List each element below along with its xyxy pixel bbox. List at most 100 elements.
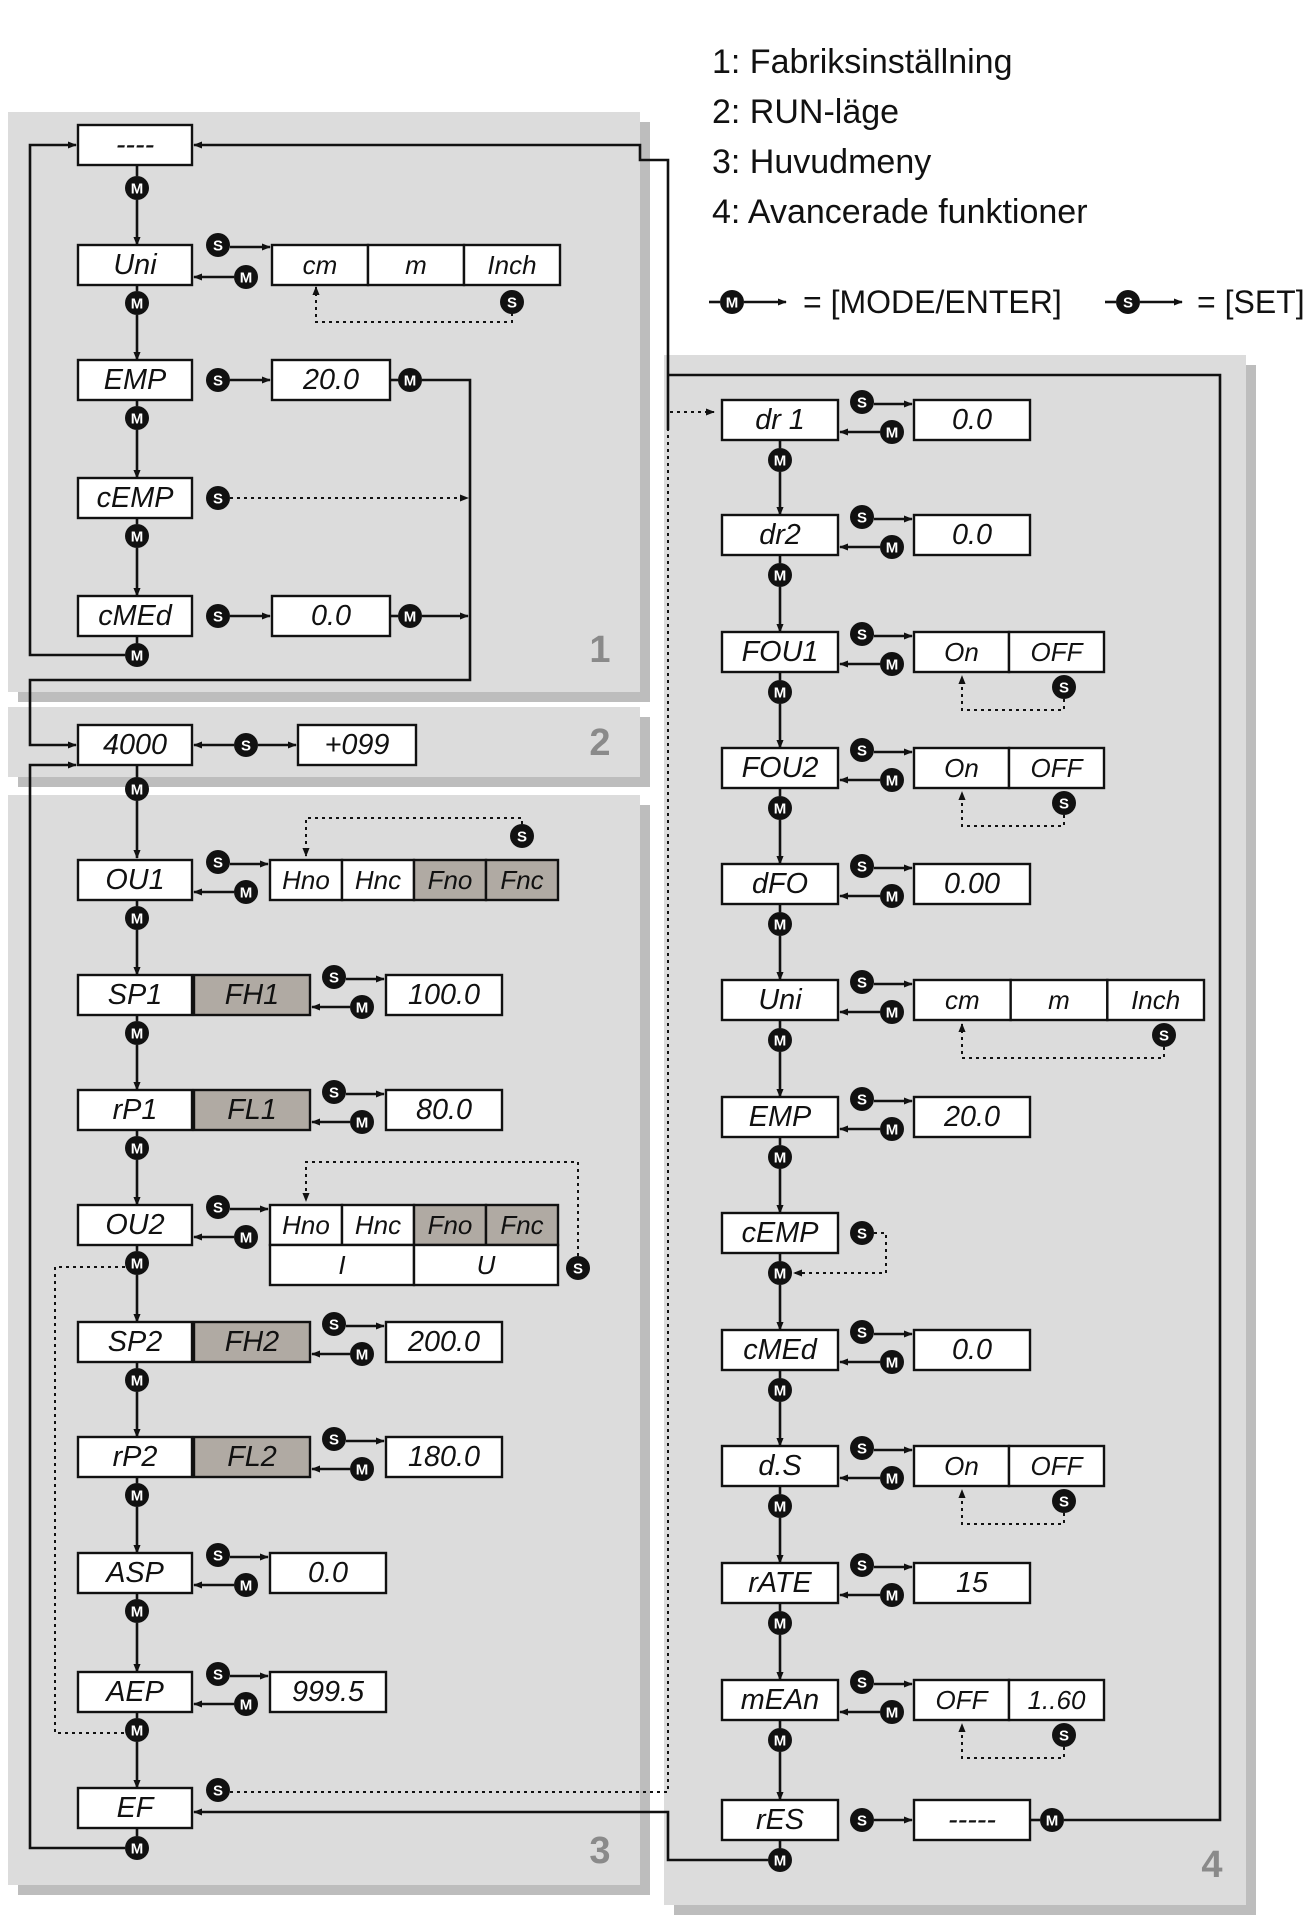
p3-ou1-s-button-label: S <box>213 855 223 872</box>
p1-uni-cycle-s-button <box>500 290 524 314</box>
p3-aep-m-button-label: M <box>240 1697 253 1714</box>
p4-m-button-11-label: M <box>774 1733 787 1750</box>
p3-fh1: FH1 <box>225 979 279 1011</box>
p1-m-return-button <box>125 643 149 667</box>
p3-m-button-7-label: M <box>131 1723 144 1740</box>
p1-emp-m-button <box>398 368 422 392</box>
p3-rp2-m-button <box>350 1457 374 1481</box>
p4-m-button-2-label: M <box>774 685 787 702</box>
p4-m-button-4 <box>768 912 792 936</box>
p3-ef-box <box>76 1786 194 1830</box>
p4-m-button-7-label: M <box>774 1266 787 1283</box>
p1-uni-options-cell-2 <box>462 243 562 287</box>
p4-emp-value: 20.0 <box>943 1101 1000 1133</box>
p3-aep-value: 999.5 <box>292 1676 365 1708</box>
p1-m-button-0 <box>125 176 149 200</box>
p4-emp-value-box <box>912 1095 1032 1139</box>
p4-cmed-s-button-label: S <box>857 1325 867 1342</box>
p3-rp2-m-button-label: M <box>356 1462 369 1479</box>
p4-dr2-value-box <box>912 513 1032 557</box>
p3-rp2-value: 180.0 <box>408 1441 480 1473</box>
p1-to-run-line <box>28 378 472 749</box>
start-display: ---- <box>116 129 154 161</box>
p4-dr1-s-button <box>850 390 874 414</box>
p4-fou1: FOU1 <box>742 636 819 668</box>
p3-ou2-m-button <box>234 1225 258 1249</box>
p4-dfo: dFO <box>752 868 808 900</box>
p4-uni-s-button-label: S <box>857 975 867 992</box>
p3-ef-to-p4-dotted <box>230 408 715 1793</box>
p1-emp-value-box <box>270 358 392 402</box>
p4-fou1-m-button <box>880 652 904 676</box>
p1-emp-m-button-label: M <box>404 373 417 390</box>
p1-m-button-3-label: M <box>131 529 144 546</box>
p3-ou2-cycle <box>302 1161 579 1256</box>
p3-m-return-button-label: M <box>131 1841 144 1858</box>
p4-res: rES <box>756 1804 804 1836</box>
legend-item-4: 4: Avancerade funktioner <box>712 193 1088 231</box>
p4-res-value: ----- <box>948 1804 996 1836</box>
p3-ou2-analog-cell-0 <box>268 1243 416 1287</box>
p3-ou2-options-option-2: Fno <box>428 1210 473 1240</box>
p3-aep-m-button <box>234 1692 258 1716</box>
p3-m-button-2-label: M <box>131 1141 144 1158</box>
p3-ou2-analog-option-0: I <box>338 1250 345 1280</box>
p3-m-button-6-label: M <box>131 1604 144 1621</box>
p3-aep-s-button <box>206 1662 230 1686</box>
p4-dis-cycle-s-button <box>1052 1489 1076 1513</box>
p3-m-button-0 <box>125 906 149 930</box>
p3-ou2-options-cell-0 <box>268 1203 344 1247</box>
p4-dr2-m-button <box>880 535 904 559</box>
p3-sp1-s-button <box>322 965 346 989</box>
p4-uni-options-option-1: m <box>1048 985 1070 1015</box>
p4-uni-box <box>720 978 840 1022</box>
p4-m-button-7 <box>768 1261 792 1285</box>
p4-res-value-box <box>912 1798 1032 1842</box>
p1-cemp-box <box>76 476 194 520</box>
p4-dis-s-button <box>850 1436 874 1460</box>
p4-mean-options-cell-1 <box>1007 1678 1106 1722</box>
p3-fl1: FL1 <box>227 1094 277 1126</box>
run-s-button-label: S <box>241 738 251 755</box>
p3-ou1-options-cell-2 <box>412 858 488 902</box>
p1-uni-options-option-1: m <box>405 250 427 280</box>
p3-m-button-3-label: M <box>131 1256 144 1273</box>
p3-sp1-m-button-label: M <box>356 1000 369 1017</box>
p3-sp2-s-button <box>322 1312 346 1336</box>
p3-ou2-cycle-s-button <box>566 1256 590 1280</box>
p3-ou2: OU2 <box>105 1209 164 1241</box>
p4-m-button-0-label: M <box>774 453 787 470</box>
p3-ou1-s-button <box>206 850 230 874</box>
p4-m-button-10-label: M <box>774 1616 787 1633</box>
p4-m-button-3-label: M <box>774 801 787 818</box>
p4-dr2: dr2 <box>759 519 801 551</box>
p4-to-start-line <box>193 141 670 430</box>
p4-fou2-options-cell-0 <box>912 746 1011 790</box>
panel-2-number: 2 <box>589 722 610 764</box>
p4-m-return-button-label: M <box>774 1853 787 1870</box>
p1-m-return-button-label: M <box>131 648 144 665</box>
run-value: 4000 <box>103 729 167 761</box>
p4-mean-box <box>720 1678 840 1722</box>
p4-uni-cycle-s-button <box>1152 1023 1176 1047</box>
p4-fou1-options-cell-0 <box>912 630 1011 674</box>
p3-ef: EF <box>117 1792 155 1824</box>
p3-ef-s-button <box>206 1778 230 1802</box>
p3-m-button-4-label: M <box>131 1373 144 1390</box>
p4-dr2-m-button-label: M <box>886 540 899 557</box>
p4-m-button-4-label: M <box>774 917 787 934</box>
p3-m-return-button <box>125 1836 149 1860</box>
p1-m-button-3 <box>125 524 149 548</box>
p3-rp1-value: 80.0 <box>416 1094 472 1126</box>
panel-1-number: 1 <box>589 629 610 671</box>
p4-uni-s-button <box>850 970 874 994</box>
p3-m-button-1-label: M <box>131 1026 144 1043</box>
p3-m-button-6 <box>125 1599 149 1623</box>
p4-m-button-9 <box>768 1494 792 1518</box>
p3-rp2-s-button <box>322 1427 346 1451</box>
legend-m-button-icon-label: M <box>726 295 739 312</box>
p3-m-button-4 <box>125 1368 149 1392</box>
p4-dr1-value: 0.0 <box>952 404 992 436</box>
p4-dr1-value-box <box>912 398 1032 442</box>
p3-ou1-options-option-1: Hnc <box>355 865 401 895</box>
